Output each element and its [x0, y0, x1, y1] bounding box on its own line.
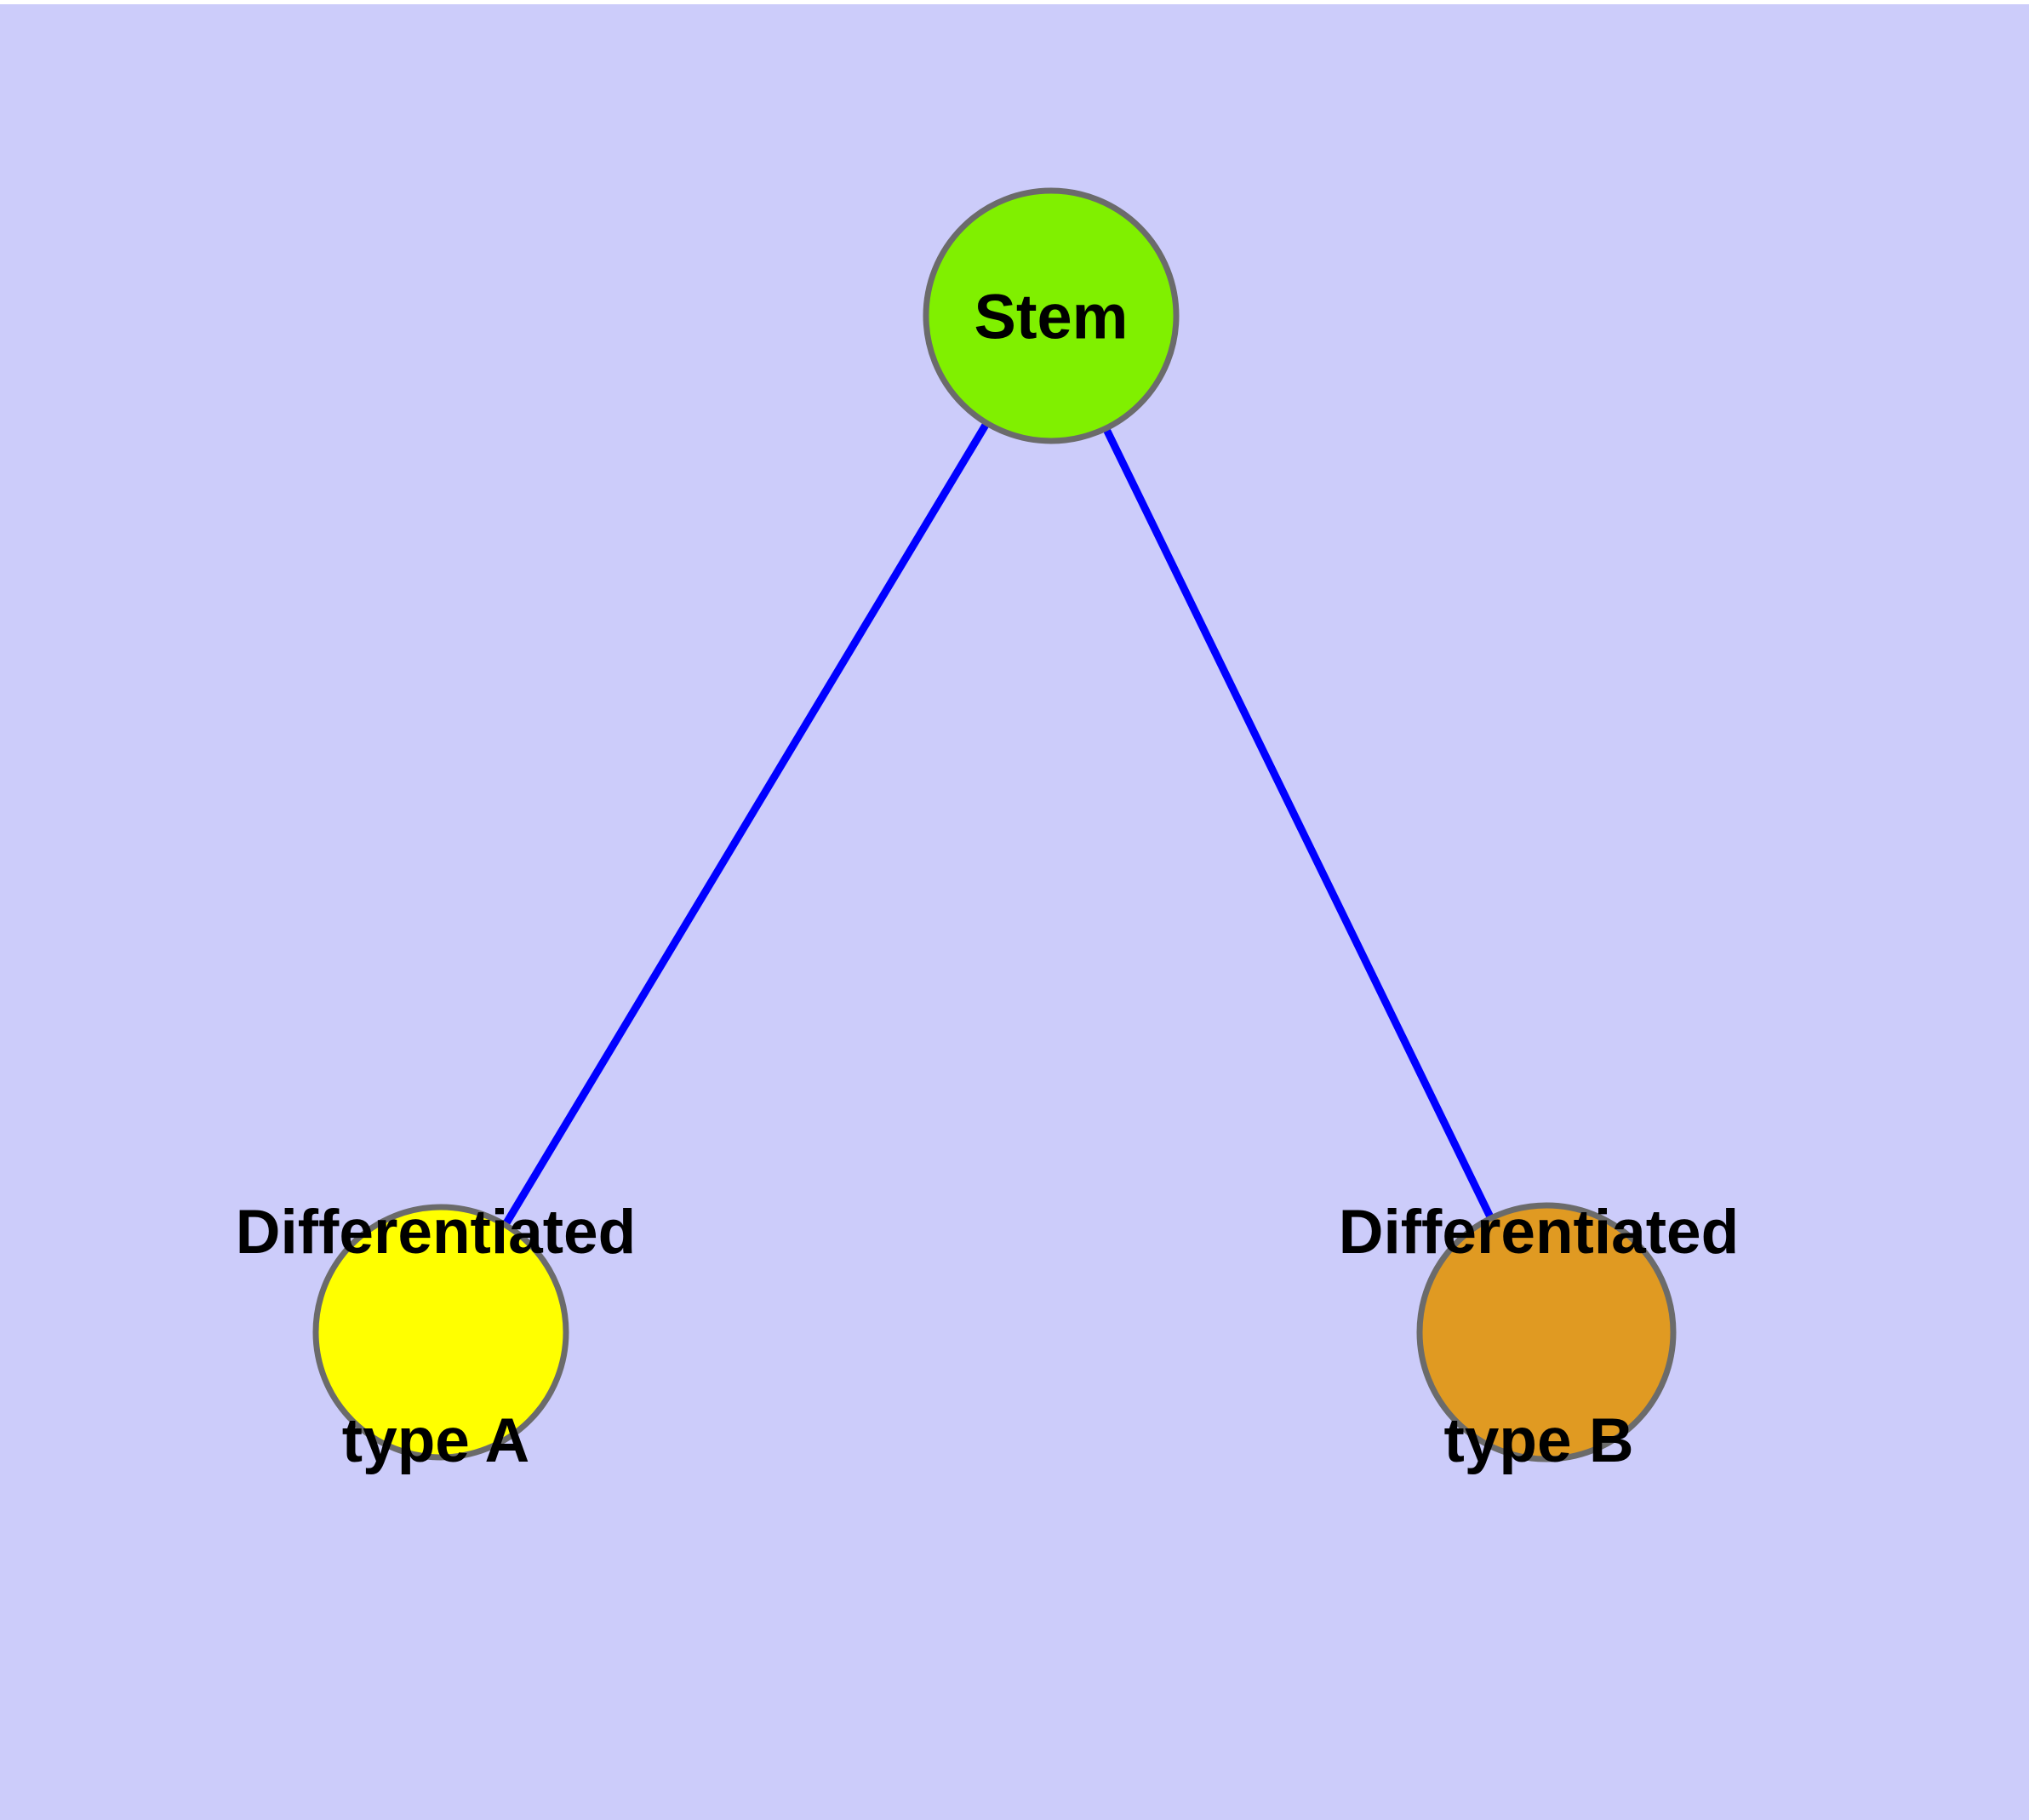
node-layer [312, 187, 1677, 1462]
node-differentiated-type-b[interactable] [1416, 1202, 1677, 1462]
edge-stem-to-differentiated-type-a [437, 313, 1055, 1335]
edge-stem-to-differentiated-type-b [1047, 314, 1551, 1334]
node-differentiated-type-a[interactable] [312, 1204, 569, 1461]
node-stem[interactable] [923, 187, 1180, 444]
edge-layer [437, 313, 1551, 1335]
